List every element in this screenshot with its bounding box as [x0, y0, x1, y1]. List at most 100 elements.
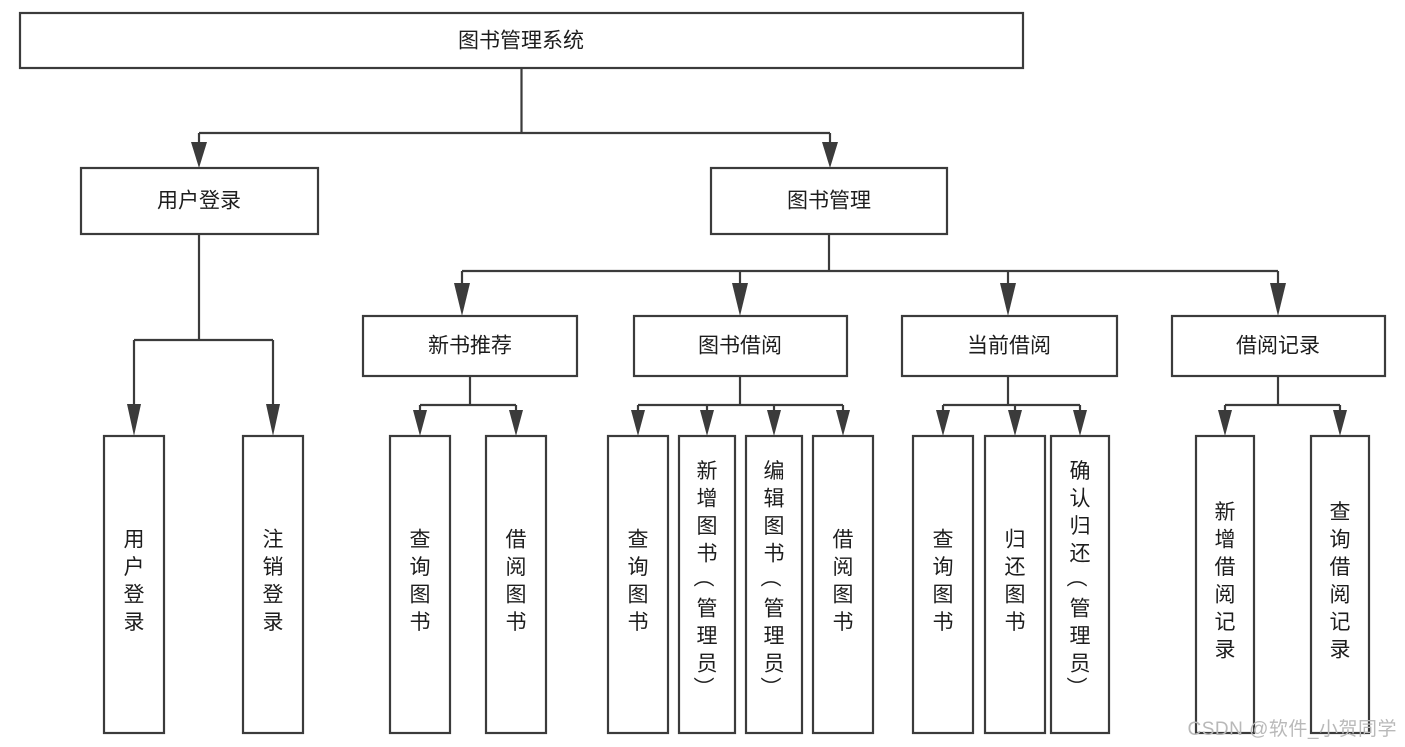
node-user-login[interactable]: 用户登录 — [79, 166, 320, 236]
node-leaf-query-book-3-box[interactable] — [911, 434, 975, 735]
glyph: 查 — [933, 529, 954, 552]
node-book-management-box[interactable] — [709, 166, 949, 236]
node-borrow-record-label: 借阅记录 — [1236, 335, 1320, 358]
arrow-head-leaf-add-book-admin — [700, 410, 714, 436]
node-new-book-recommend-box[interactable] — [361, 314, 579, 378]
glyph: 编 — [764, 460, 785, 483]
node-leaf-edit-book-admin-box[interactable] — [744, 434, 804, 735]
arrow-head-leaf-borrow-book-2 — [836, 410, 850, 436]
glyph: 询 — [933, 556, 954, 579]
arrow-head-leaf-borrow-book-1 — [509, 410, 523, 436]
arrow-head-leaf-user-login — [127, 404, 141, 436]
glyph: 书 — [697, 542, 718, 565]
node-leaf-add-book-admin[interactable] — [677, 434, 737, 735]
node-leaf-query-book-2[interactable] — [606, 434, 670, 735]
glyph: 员 — [764, 652, 785, 675]
node-leaf-borrow-book-1[interactable] — [484, 434, 548, 735]
glyph: （ — [1064, 567, 1087, 588]
node-leaf-add-borrow-record[interactable] — [1194, 434, 1256, 735]
connector-layer — [127, 68, 1347, 436]
arrow-head-leaf-confirm-return-admin — [1073, 410, 1087, 436]
glyph: 书 — [833, 611, 854, 634]
node-leaf-confirm-return-admin[interactable] — [1049, 434, 1111, 735]
node-leaf-user-login-box[interactable] — [102, 434, 166, 735]
glyph: 图 — [833, 584, 854, 607]
node-root-box[interactable] — [18, 11, 1025, 70]
node-leaf-query-borrow-record-box[interactable] — [1309, 434, 1371, 735]
glyph: 用 — [124, 529, 145, 552]
node-leaf-query-book-1-box[interactable] — [388, 434, 452, 735]
glyph: 书 — [506, 611, 527, 634]
glyph: 员 — [697, 652, 718, 675]
node-leaf-borrow-book-1-box[interactable] — [484, 434, 548, 735]
glyph: 新 — [1215, 501, 1236, 524]
glyph: 理 — [697, 625, 718, 648]
glyph: 图 — [506, 584, 527, 607]
node-leaf-return-book[interactable] — [983, 434, 1047, 735]
glyph: ） — [1064, 677, 1087, 698]
node-leaf-query-book-2-box[interactable] — [606, 434, 670, 735]
node-book-management[interactable]: 图书管理 — [709, 166, 949, 236]
arrow-head-new-book-recommend — [454, 283, 470, 316]
glyph: 书 — [1005, 611, 1026, 634]
glyph: 增 — [1215, 529, 1236, 552]
node-leaf-query-book-1[interactable] — [388, 434, 452, 735]
node-new-book-recommend[interactable]: 新书推荐 — [361, 314, 579, 378]
glyph: （ — [691, 567, 714, 588]
node-leaf-add-book-admin-box[interactable] — [677, 434, 737, 735]
node-root[interactable]: 图书管理系统 — [18, 11, 1025, 70]
node-leaf-return-book-box[interactable] — [983, 434, 1047, 735]
glyph: 注 — [263, 529, 284, 552]
node-leaf-query-borrow-record[interactable] — [1309, 434, 1371, 735]
glyph: 书 — [764, 542, 785, 565]
glyph: 询 — [410, 556, 431, 579]
glyph: 询 — [1330, 529, 1351, 552]
node-leaf-borrow-book-2[interactable] — [811, 434, 875, 735]
glyph: 阅 — [506, 556, 527, 579]
node-leaf-edit-book-admin[interactable] — [744, 434, 804, 735]
node-borrow-record-box[interactable] — [1170, 314, 1387, 378]
glyph: 图 — [697, 515, 718, 538]
glyph: 理 — [1070, 625, 1091, 648]
node-book-borrow-box[interactable] — [632, 314, 849, 378]
glyph: 新 — [697, 460, 718, 483]
node-new-book-recommend-label: 新书推荐 — [428, 335, 512, 358]
node-leaf-borrow-book-2-box[interactable] — [811, 434, 875, 735]
glyph: 图 — [764, 515, 785, 538]
node-leaf-user-login[interactable] — [102, 434, 166, 735]
glyph: 登 — [124, 584, 145, 607]
node-borrow-record[interactable]: 借阅记录 — [1170, 314, 1387, 378]
glyph: 确 — [1070, 460, 1091, 483]
node-leaf-logout-box[interactable] — [241, 434, 305, 735]
node-current-borrow[interactable]: 当前借阅 — [900, 314, 1119, 378]
glyph: 书 — [410, 611, 431, 634]
arrow-head-leaf-add-borrow-record — [1218, 410, 1232, 436]
glyph: 查 — [628, 529, 649, 552]
arrow-head-leaf-query-book-1 — [413, 410, 427, 436]
arrow-head-book-borrow — [732, 283, 748, 316]
glyph: 询 — [628, 556, 649, 579]
node-leaf-logout[interactable] — [241, 434, 305, 735]
glyph: 录 — [124, 611, 145, 634]
node-user-login-box[interactable] — [79, 166, 320, 236]
node-leaf-confirm-return-admin-box[interactable] — [1049, 434, 1111, 735]
arrow-head-borrow-record — [1270, 283, 1286, 316]
node-leaf-add-borrow-record-box[interactable] — [1194, 434, 1256, 735]
glyph: 录 — [263, 611, 284, 634]
glyph: 辑 — [764, 487, 785, 510]
node-book-borrow[interactable]: 图书借阅 — [632, 314, 849, 378]
leaf-label-layer: 用户登录注销登录查询图书借阅图书查询图书新增图书（管理员）编辑图书（管理员）借阅… — [124, 460, 1351, 698]
glyph: 书 — [628, 611, 649, 634]
node-current-borrow-box[interactable] — [900, 314, 1119, 378]
glyph: 阅 — [1330, 584, 1351, 607]
node-book-management-label: 图书管理 — [787, 190, 871, 213]
csdn-watermark: CSDN @软件_小贺同学 — [1187, 719, 1397, 740]
glyph: 图 — [1005, 584, 1026, 607]
glyph: 图 — [410, 584, 431, 607]
glyph: 记 — [1215, 611, 1236, 634]
node-leaf-query-book-3[interactable] — [911, 434, 975, 735]
